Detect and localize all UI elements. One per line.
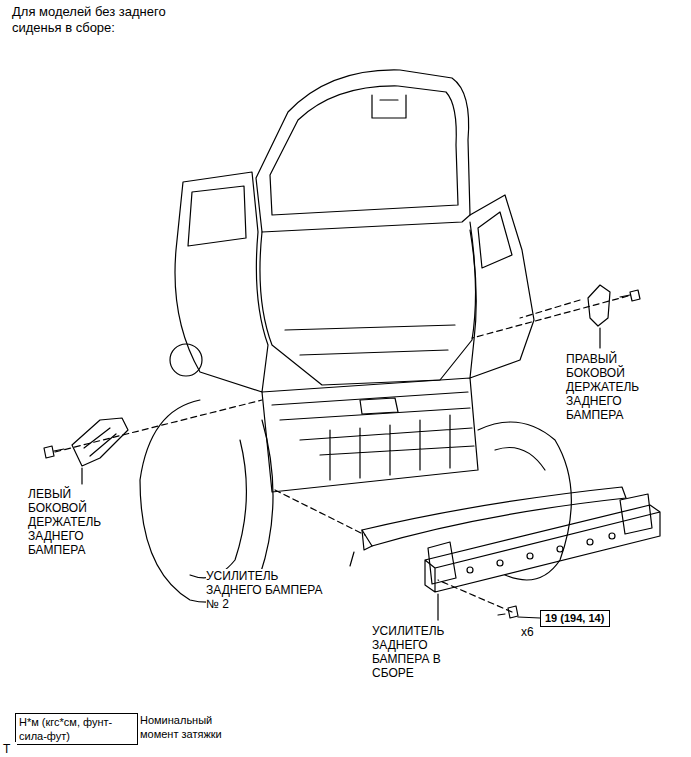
back-panel xyxy=(262,378,478,492)
page-title: Для моделей без заднего сиденья в сборе: xyxy=(12,4,197,36)
body-left-window xyxy=(188,186,246,246)
assembly-bolt xyxy=(498,606,518,618)
legend-text: Номинальный момент затяжки xyxy=(140,713,250,741)
left-wheel-inner xyxy=(190,440,246,578)
left-holder xyxy=(72,418,128,466)
assembly-holes xyxy=(467,533,615,573)
part-name: УСИЛИТЕЛЬ ЗАДНЕГО БАМПЕРА № 2 xyxy=(206,569,330,611)
luggage-floor xyxy=(285,325,455,355)
right-wheel xyxy=(478,422,571,580)
luggage-opening xyxy=(260,222,476,385)
right-wheel-inner xyxy=(495,448,545,471)
part-name: УСИЛИТЕЛЬ ЗАДНЕГО БАМПЕРА В СБОРЕ xyxy=(372,624,460,680)
right-holder xyxy=(588,285,610,326)
back-panel-ribs xyxy=(272,392,474,480)
right-bolt xyxy=(620,290,640,301)
left-holder-detail xyxy=(84,428,116,456)
reinforcement-no2-end xyxy=(362,530,372,550)
leader-line xyxy=(82,328,600,620)
back-door xyxy=(256,70,470,232)
assembly-line xyxy=(55,296,628,612)
body-right xyxy=(470,195,534,378)
part-name: ЛЕВЫЙ БОКОВОЙ ДЕРЖАТЕЛЬ ЗАДНЕГО БАМПЕРА xyxy=(28,487,110,557)
back-door-inner xyxy=(270,86,458,215)
part-name: ПРАВЫЙ БОКОВОЙ ДЕРЖАТЕЛЬ ЗАДНЕГО БАМПЕРА xyxy=(566,352,646,422)
reinforcement-no2 xyxy=(362,487,626,546)
door-handle xyxy=(372,95,406,118)
torque-box: 19 (194, 14) xyxy=(540,610,610,627)
body-left xyxy=(175,172,268,392)
assembly-bracket-left xyxy=(428,542,456,584)
torque-value: 19 (194, 14) xyxy=(545,612,604,624)
tail-lamp xyxy=(170,344,202,376)
left-bolt xyxy=(44,446,64,458)
bolt-count: x6 xyxy=(521,625,551,639)
reinforcement-assembly xyxy=(425,505,660,592)
figure-mark: T xyxy=(3,742,17,756)
torque-unit: Н*м (кгс*см, фунт-сила-фут) xyxy=(15,713,138,745)
lock xyxy=(360,398,398,414)
assembly-bracket-right xyxy=(620,494,652,534)
body-right-window xyxy=(478,212,512,268)
